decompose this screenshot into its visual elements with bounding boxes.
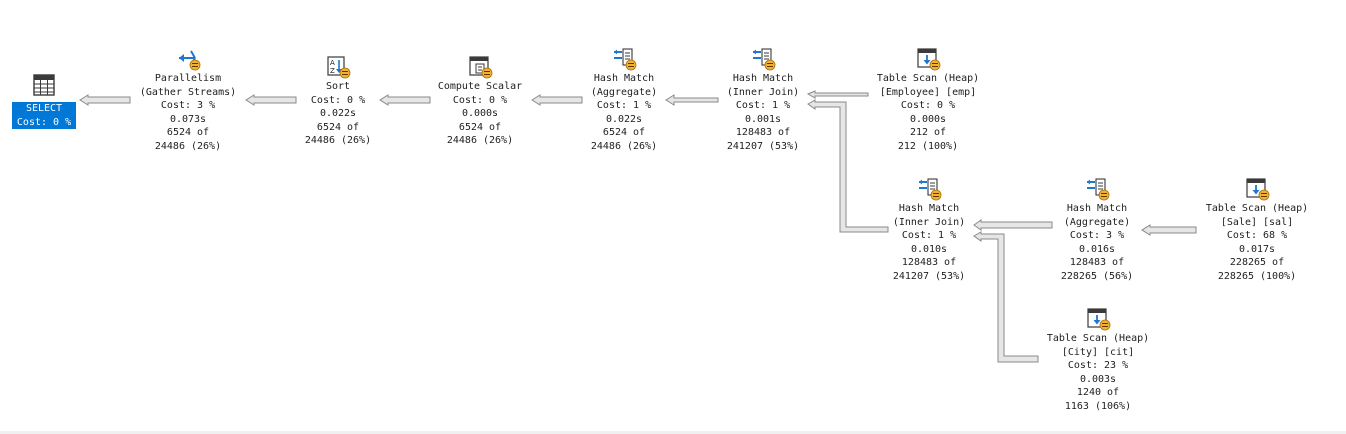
- node-cost: Cost: 1 %: [735, 100, 791, 111]
- node-cost: Cost: 3 %: [1069, 230, 1125, 241]
- node-estimate: 241207 (53%): [726, 140, 800, 152]
- node-time: 0.016s: [1078, 243, 1116, 255]
- node-parallelism[interactable]: Parallelism (Gather Streams) Cost: 3 % 0…: [130, 46, 246, 153]
- node-title: Parallelism: [154, 73, 222, 84]
- node-title: Table Scan (Heap): [1205, 203, 1309, 214]
- arrow-scansal-to-hashagg2: [1141, 224, 1197, 236]
- svg-text:A: A: [330, 59, 335, 67]
- arrow-compute-to-sort: [379, 94, 431, 106]
- arrow-hashagg1-to-compute: [531, 94, 583, 106]
- node-title: Compute Scalar: [437, 81, 523, 92]
- node-rows: 6524 of: [458, 121, 502, 133]
- arrow-sort-to-parallelism: [245, 94, 297, 106]
- node-table-scan-sale[interactable]: Table Scan (Heap) [Sale] [sal] Cost: 68 …: [1196, 176, 1318, 283]
- node-hash-match-aggregate-1[interactable]: Hash Match (Aggregate) Cost: 1 % 0.022s …: [582, 46, 666, 153]
- node-rows: 128483 of: [735, 127, 791, 138]
- table-scan-icon: [917, 48, 941, 71]
- node-time: 0.073s: [169, 113, 207, 125]
- node-time: 0.001s: [744, 113, 782, 125]
- node-table-scan-city[interactable]: Table Scan (Heap) [City] [cit] Cost: 23 …: [1038, 306, 1158, 413]
- arrow-hashjoin2-to-hashjoin1: [807, 99, 889, 233]
- node-select[interactable]: SELECT Cost: 0 %: [12, 72, 76, 129]
- node-table-scan-employee[interactable]: Table Scan (Heap) [Employee] [emp] Cost:…: [868, 46, 988, 153]
- node-title: Table Scan (Heap): [1046, 333, 1150, 344]
- node-subtitle: [City] [cit]: [1061, 346, 1135, 358]
- node-cost: Cost: 1 %: [901, 230, 957, 241]
- node-rows: 212 of: [909, 127, 947, 138]
- svg-text:Z: Z: [330, 67, 335, 75]
- arrow-parallelism-to-select: [79, 94, 131, 106]
- node-estimate: 24486 (26%): [304, 135, 372, 146]
- node-cost: Cost: 0 %: [452, 94, 508, 106]
- node-title: Sort: [325, 81, 351, 92]
- node-hash-match-aggregate-2[interactable]: Hash Match (Aggregate) Cost: 3 % 0.016s …: [1052, 176, 1142, 283]
- node-time: 0.000s: [909, 113, 947, 125]
- arrow-hashagg2-to-hashjoin2: [973, 219, 1053, 231]
- node-estimate: 241207 (53%): [892, 270, 966, 282]
- node-title: SELECT: [12, 102, 76, 116]
- node-title: Hash Match: [898, 203, 960, 214]
- node-rows: 128483 of: [1069, 257, 1125, 268]
- node-cost: Cost: 23 %: [1067, 360, 1129, 371]
- node-subtitle: [Employee] [emp]: [879, 86, 977, 98]
- table-scan-icon: [1087, 308, 1111, 331]
- horizontal-scroll-track[interactable]: [0, 431, 1346, 434]
- node-cost: Cost: 3 %: [160, 100, 216, 111]
- node-estimate: 24486 (26%): [154, 140, 222, 152]
- node-sort[interactable]: A Z Sort Cost: 0 % 0.022s 6524 of 24486 …: [296, 54, 380, 148]
- hash-match-icon: [753, 48, 776, 71]
- node-cost: Cost: 68 %: [1226, 230, 1288, 241]
- node-estimate: 212 (100%): [897, 140, 959, 152]
- node-rows: 6524 of: [316, 121, 360, 133]
- node-subtitle: [Sale] [sal]: [1220, 216, 1294, 228]
- node-cost: Cost: 0 %: [12, 115, 76, 129]
- node-time: 0.017s: [1238, 243, 1276, 255]
- node-compute-scalar[interactable]: Compute Scalar Cost: 0 % 0.000s 6524 of …: [430, 54, 530, 148]
- node-cost: Cost: 0 %: [900, 100, 956, 111]
- table-scan-icon: [1246, 178, 1270, 201]
- node-hash-match-join-2[interactable]: Hash Match (Inner Join) Cost: 1 % 0.010s…: [884, 176, 974, 283]
- select-result-icon: [33, 74, 55, 96]
- node-estimate: 24486 (26%): [590, 140, 658, 152]
- node-title: Hash Match: [1066, 203, 1128, 214]
- hash-match-icon: [919, 178, 942, 201]
- node-rows: 6524 of: [602, 127, 646, 138]
- node-rows: 228265 of: [1229, 257, 1285, 268]
- node-cost: Cost: 1 %: [596, 100, 652, 111]
- node-title: Hash Match: [593, 73, 655, 84]
- node-subtitle: (Aggregate): [590, 86, 658, 98]
- node-estimate: 24486 (26%): [446, 135, 514, 146]
- compute-scalar-icon: [469, 56, 493, 79]
- node-time: 0.022s: [605, 113, 643, 125]
- node-estimate: 228265 (56%): [1060, 270, 1134, 282]
- arrow-hashjoin1-to-hashagg1: [665, 94, 719, 106]
- node-title: Table Scan (Heap): [876, 73, 980, 84]
- arrow-scanemp-to-hashjoin1: [806, 90, 869, 99]
- node-title: Hash Match: [732, 73, 794, 84]
- node-time: 0.003s: [1079, 373, 1117, 385]
- node-rows: 1240 of: [1076, 387, 1120, 398]
- node-time: 0.010s: [910, 243, 948, 255]
- hash-match-icon: [1087, 178, 1110, 201]
- node-estimate: 1163 (106%): [1064, 400, 1132, 412]
- sort-icon: A Z: [327, 56, 351, 79]
- node-subtitle: (Gather Streams): [139, 86, 237, 98]
- node-rows: 128483 of: [901, 257, 957, 268]
- node-hash-match-join-1[interactable]: Hash Match (Inner Join) Cost: 1 % 0.001s…: [718, 46, 808, 153]
- node-rows: 6524 of: [166, 127, 210, 138]
- arrow-scancit-to-hashjoin2: [973, 231, 1039, 363]
- hash-match-icon: [614, 48, 637, 71]
- parallelism-icon: [179, 50, 201, 71]
- node-estimate: 228265 (100%): [1217, 270, 1297, 282]
- node-subtitle: (Inner Join): [892, 216, 966, 228]
- node-subtitle: (Inner Join): [726, 86, 800, 98]
- node-subtitle: (Aggregate): [1063, 216, 1131, 228]
- node-time: 0.022s: [319, 108, 357, 119]
- node-cost: Cost: 0 %: [310, 94, 366, 106]
- node-time: 0.000s: [461, 108, 499, 119]
